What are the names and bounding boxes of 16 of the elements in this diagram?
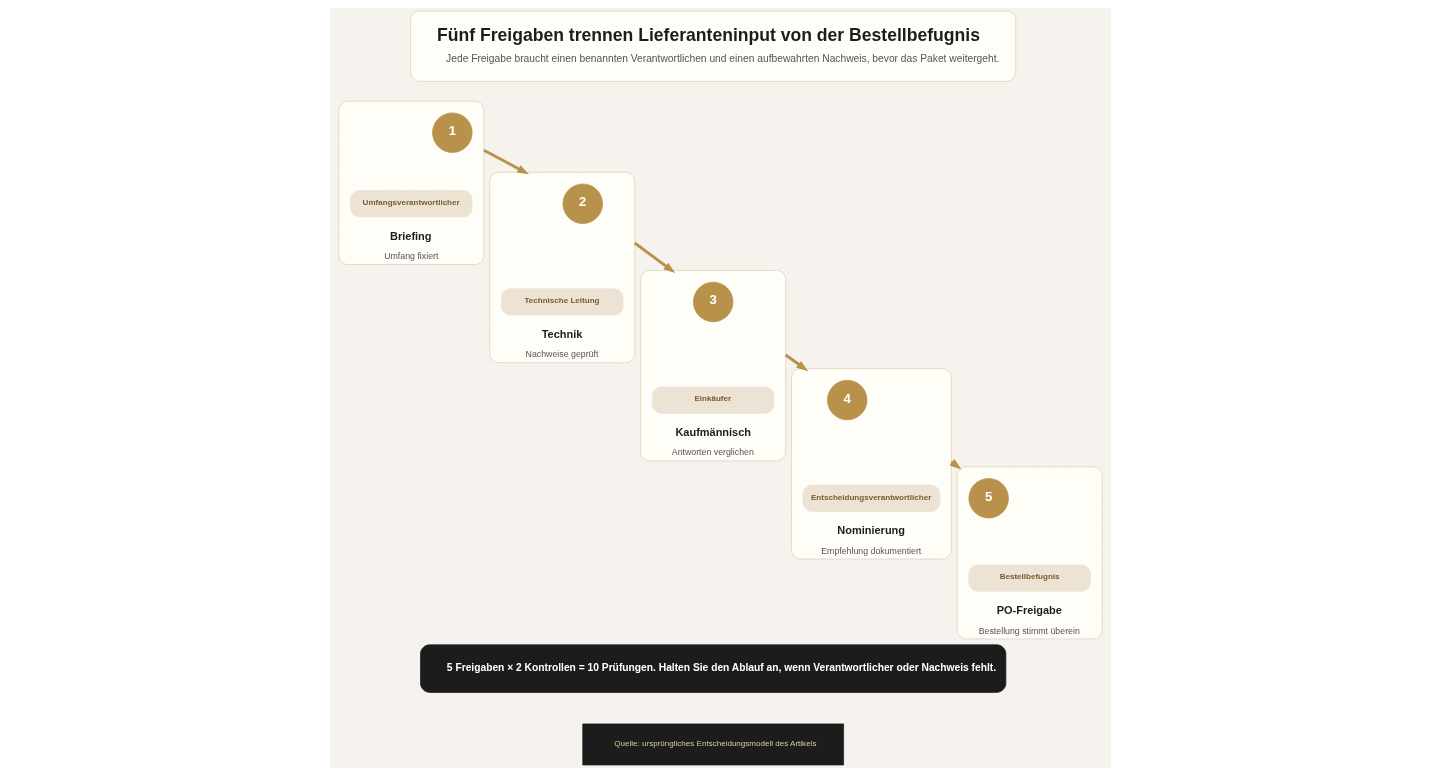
node-box: Bestellbefugnis [968, 564, 1091, 592]
node-box: 5 Freigaben × 2 Kontrollen = 10 Prüfungen. Halten Sie den Ablauf an, wenn Verantwortlicher oder Nachweis fehlt. [419, 644, 1006, 693]
node-box: Umfangsverantwortlicher [349, 190, 472, 218]
node-box: Technische Leitung [500, 288, 623, 316]
arrow [784, 353, 808, 372]
node-circle: 4 [826, 379, 867, 421]
node-box: Quelle: ursprüngliches Entscheidungsmodell des Artikels [581, 723, 844, 766]
arrow [633, 241, 675, 274]
node-circle: 1 [431, 112, 472, 153]
node-box: Entscheidungsverantwortlicher [802, 484, 940, 512]
node-box: Einkäufer [651, 386, 774, 414]
arrow [482, 148, 529, 175]
node-circle: 2 [562, 183, 603, 224]
node-circle: 5 [968, 478, 1009, 519]
node-box: Fünf Freigaben trennen Lieferanteninput von der Bestellbefugnis Jede Freigabe braucht einen benannten Verantwortlichen und einen aufbewahrten Nachweis, bevor das Paket weitergeht. [409, 10, 1016, 82]
node-circle: 3 [692, 281, 733, 323]
